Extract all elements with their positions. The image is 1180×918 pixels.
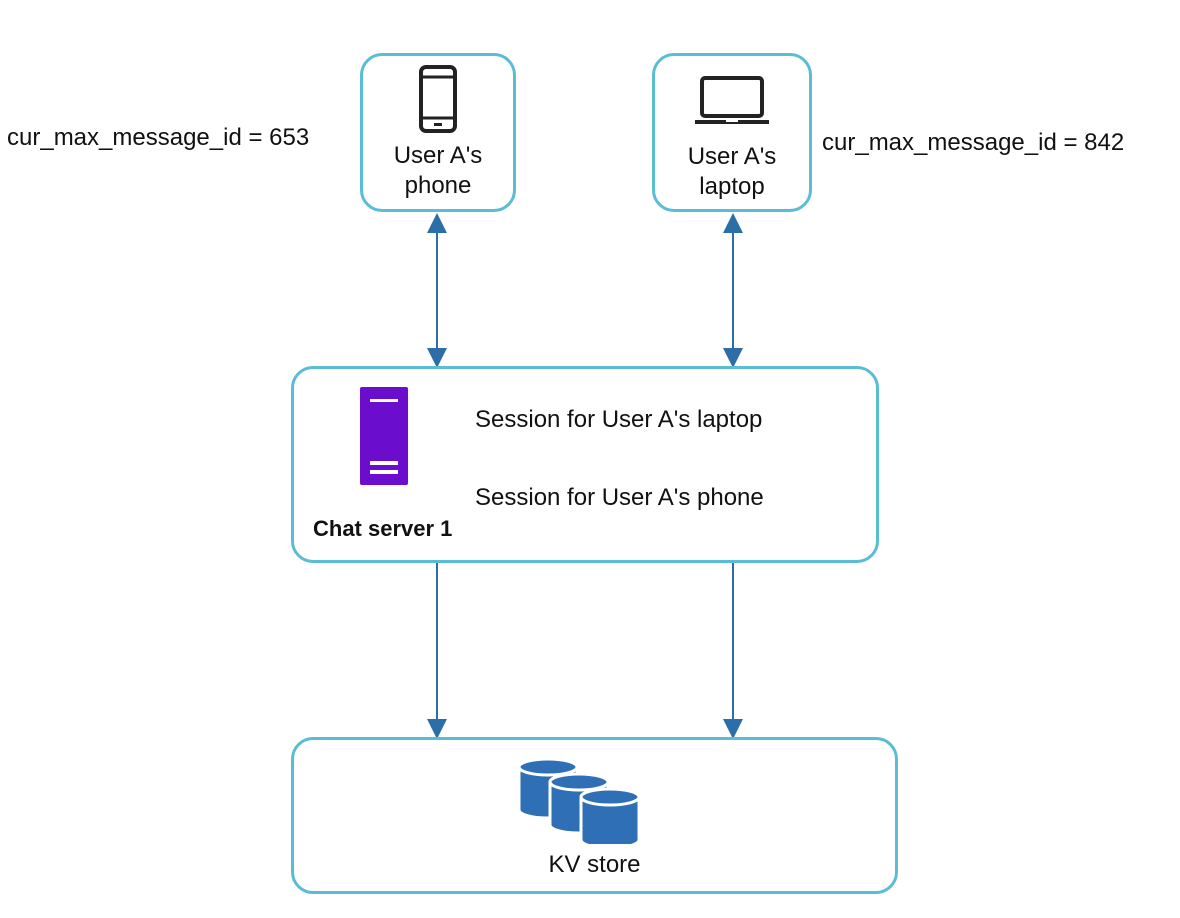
laptop-cursor-text: cur_max_message_id = 842 xyxy=(822,129,1125,156)
session-laptop: Session for User A's laptop xyxy=(475,406,763,433)
server-icon xyxy=(360,387,408,485)
kv-store-label: KV store xyxy=(548,851,641,878)
phone-label-line1: User A's xyxy=(393,142,483,169)
laptop-label-line2: laptop xyxy=(699,173,765,200)
laptop-node: User A's laptop xyxy=(652,53,812,212)
laptop-label-line1: User A's xyxy=(687,143,777,170)
chat-server-node: Session for User A's laptop Session for … xyxy=(291,366,879,563)
kv-store-node: KV store xyxy=(291,737,898,894)
chat-server-name: Chat server 1 xyxy=(313,516,453,541)
laptop-icon xyxy=(695,76,769,124)
phone-label-line2: phone xyxy=(404,172,472,199)
database-icon xyxy=(517,758,641,844)
session-phone: Session for User A's phone xyxy=(475,484,764,511)
smartphone-icon xyxy=(419,65,457,133)
laptop-label: User A's laptop xyxy=(655,142,809,202)
phone-label: User A's phone xyxy=(363,141,513,201)
phone-node: User A's phone xyxy=(360,53,516,212)
phone-cursor-text: cur_max_message_id = 653 xyxy=(7,124,310,151)
